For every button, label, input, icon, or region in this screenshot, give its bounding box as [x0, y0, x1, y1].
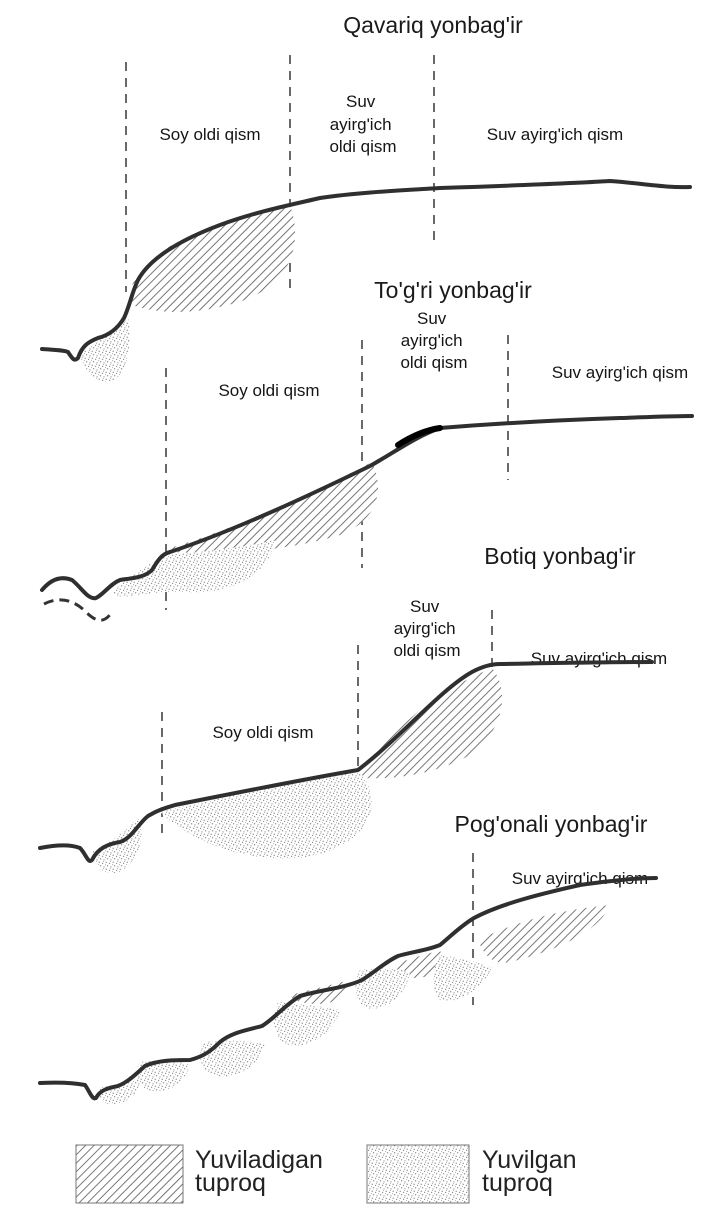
legend-swatch-deposited: [367, 1145, 469, 1203]
deposited-soil-area: [355, 969, 410, 1009]
zone-label-upper: Suv ayirg'ich qism: [487, 125, 623, 144]
deposited-soil-area: [92, 818, 141, 873]
old-channel-dashed: [44, 600, 112, 620]
zone-label-lower: Soy oldi qism: [212, 723, 313, 742]
zone-label-upper: Suv ayirg'ich qism: [552, 363, 688, 382]
zone-label-middle: Suv ayirg'ich oldi qism: [329, 92, 396, 156]
eroding-soil-area: [362, 668, 502, 778]
deposited-soil-area: [433, 955, 492, 1001]
panel-title: To'g'ri yonbag'ir: [374, 277, 532, 303]
eroding-soil-area: [478, 905, 610, 963]
legend-label-deposited: Yuvilgan tuproq: [482, 1146, 583, 1197]
panel-title: Botiq yonbag'ir: [484, 543, 636, 569]
legend-label-eroding: Yuviladigan tuproq: [195, 1146, 330, 1197]
deposited-soil-area: [160, 772, 372, 858]
zone-label-upper: Suv ayirg'ich qism: [531, 649, 667, 668]
zone-label-middle: Suv ayirg'ich oldi qism: [393, 597, 460, 660]
deposited-soil-area: [80, 318, 130, 382]
zone-label-middle: Suv ayirg'ich oldi qism: [400, 309, 467, 372]
zone-label-lower: Soy oldi qism: [218, 381, 319, 400]
panel-title: Qavariq yonbag'ir: [343, 12, 523, 38]
deposited-soil-area: [200, 1041, 265, 1077]
legend-swatch-eroding: [76, 1145, 183, 1203]
panel-title: Pog'onali yonbag'ir: [455, 811, 648, 837]
zone-label-lower: Soy oldi qism: [159, 125, 260, 144]
bedrock-outcrop: [398, 428, 440, 445]
legend: Yuviladigan tuproq Yuvilgan tuproq: [76, 1145, 583, 1203]
panel-convex-slope: Qavariq yonbag'ir Soy oldi qism Suv ayir…: [42, 12, 690, 382]
slope-profile-line: [42, 181, 690, 360]
